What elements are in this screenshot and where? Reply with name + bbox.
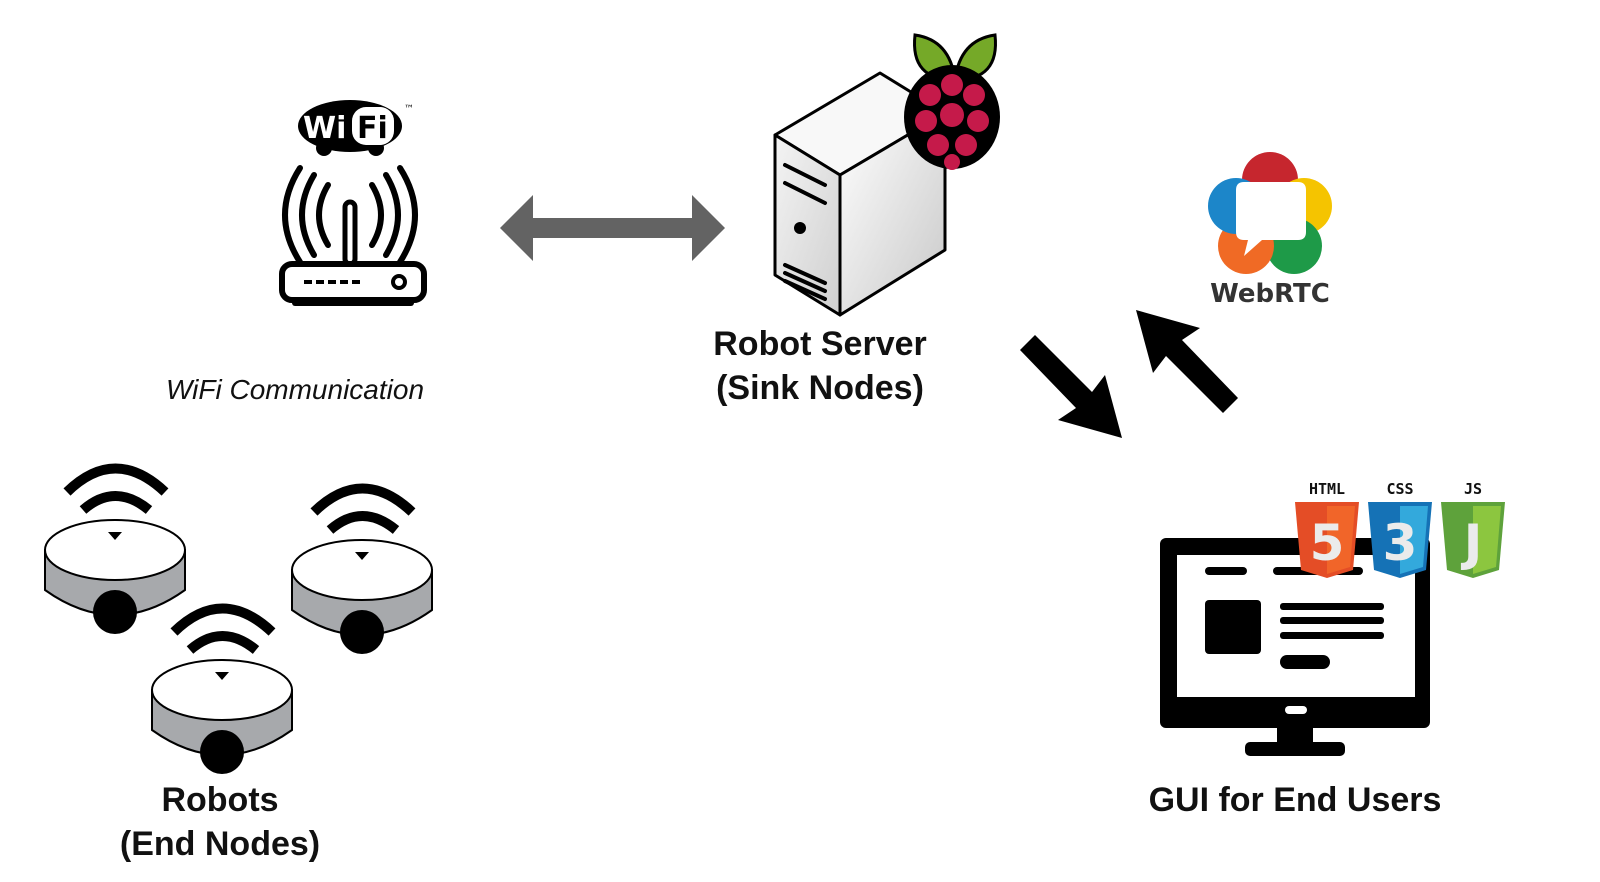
robots-group [30,450,450,774]
webrtc-label: WebRTC [1210,279,1330,309]
wifi-logo-wi: Wi [303,111,346,146]
wifi-logo-fi: Fi [357,111,388,146]
js-badge-number: J [1461,514,1483,572]
css-badge-number: 3 [1383,514,1418,572]
webrtc-node: WebRTC [1200,150,1350,310]
robot-server-title-line1: Robot Server [713,325,927,363]
css-badge-label: CSS [1386,480,1413,498]
arrow-server-to-gui [1020,335,1122,438]
wifi-router-node: Wi Fi ™ [270,90,440,320]
router-icon [279,165,427,306]
js-badge: JS J [1441,480,1505,578]
gui-title: GUI for End Users [1148,781,1442,819]
raspberry-pi-icon [904,33,1000,170]
monitor-icon [1160,538,1430,756]
html-badge-number: 5 [1310,514,1345,572]
tech-badges: HTML 5 CSS 3 JS J [1295,480,1505,578]
gui-node: HTML 5 CSS 3 JS J [1155,470,1520,760]
robot-server-title: Robot Server (Sink Nodes) [700,322,940,410]
robot-icon-3 [151,603,293,774]
robot-icon-1 [44,463,186,634]
arrow-gui-to-server [1136,310,1238,413]
html-badge-label: HTML [1309,480,1345,498]
wifi-logo-icon: Wi Fi ™ [298,100,414,156]
robots-title-line2: (End Nodes) [119,825,321,863]
robots-title-line1: Robots [161,781,279,819]
css3-badge: CSS 3 [1368,480,1432,578]
robot-server-node [770,25,1010,317]
robot-icon-2 [291,483,433,654]
robot-server-title-line2: (Sink Nodes) [716,369,924,407]
trademark-mark: ™ [404,104,414,115]
html5-badge: HTML 5 [1295,480,1359,578]
robots-title: Robots (End Nodes) [100,778,340,866]
bidirectional-arrow [500,195,725,261]
wifi-communication-caption: WiFi Communication [165,374,425,405]
webrtc-logo-icon: WebRTC [1208,152,1332,309]
js-badge-label: JS [1464,480,1482,498]
